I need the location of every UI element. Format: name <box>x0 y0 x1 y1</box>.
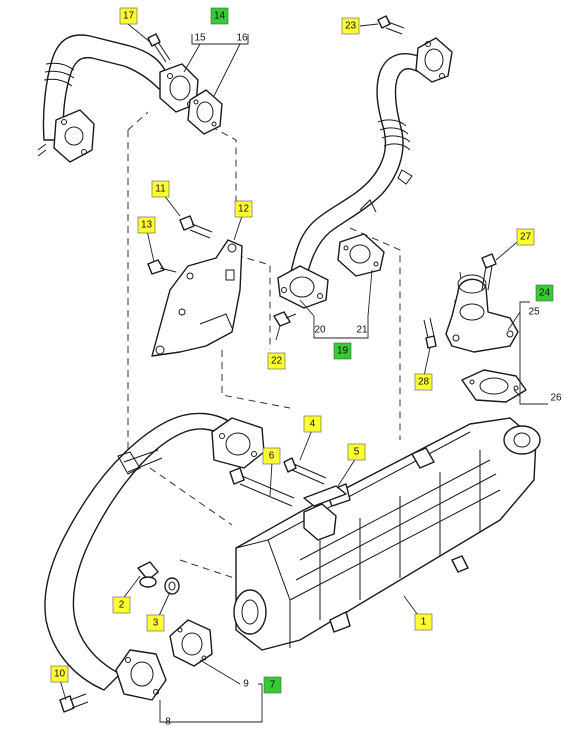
callout-24: 24 <box>535 284 554 302</box>
bolt-13 <box>147 259 177 275</box>
svg-text:25: 25 <box>528 307 540 318</box>
bolt-10 <box>59 693 89 713</box>
svg-text:6: 6 <box>269 451 275 462</box>
callout-10: 10 <box>50 665 69 683</box>
callout-7: 7 <box>263 676 282 694</box>
pipe-20-lower-flange <box>277 265 329 309</box>
svg-text:5: 5 <box>354 447 360 458</box>
callout-1: 1 <box>414 613 433 631</box>
svg-text:20: 20 <box>314 325 326 336</box>
bolt-27 <box>481 253 497 291</box>
svg-text:22: 22 <box>271 356 283 367</box>
label-8: 8 <box>165 717 171 728</box>
lower-pipe-bottom-flange <box>115 649 167 701</box>
bolt-22 <box>273 311 297 327</box>
svg-text:11: 11 <box>155 184 166 195</box>
top-left-egr-pipe <box>37 34 177 163</box>
svg-text:4: 4 <box>310 419 316 430</box>
label-15: 15 <box>194 33 206 44</box>
clip-5 <box>303 485 347 507</box>
label-26: 26 <box>550 393 562 404</box>
label-20: 20 <box>314 325 326 336</box>
callout-4: 4 <box>303 415 322 433</box>
plug-2 <box>137 561 159 588</box>
label-25: 25 <box>528 307 540 318</box>
egr-cooler-body <box>233 417 541 651</box>
svg-text:24: 24 <box>539 288 551 299</box>
svg-text:3: 3 <box>153 618 159 629</box>
gasket-16 <box>187 89 223 135</box>
bolt-28 <box>423 317 437 349</box>
svg-text:16: 16 <box>236 33 248 44</box>
svg-text:13: 13 <box>141 220 153 231</box>
svg-text:9: 9 <box>243 679 249 690</box>
svg-text:1: 1 <box>421 617 427 628</box>
svg-text:15: 15 <box>194 33 206 44</box>
callout-19: 19 <box>333 342 352 360</box>
svg-text:7: 7 <box>270 680 276 691</box>
callout-23: 23 <box>341 17 360 35</box>
gasket-9 <box>169 619 213 667</box>
svg-text:28: 28 <box>418 377 430 388</box>
gasket-26 <box>461 369 527 403</box>
callout-2: 2 <box>112 596 131 614</box>
bolt-23 <box>377 15 405 35</box>
callout-5: 5 <box>347 443 366 461</box>
svg-text:23: 23 <box>345 21 357 32</box>
callout-27: 27 <box>516 228 535 246</box>
callout-17: 17 <box>119 7 138 25</box>
callout-28: 28 <box>414 373 433 391</box>
bolt-6 <box>229 467 295 507</box>
callout-14: 14 <box>210 7 229 25</box>
svg-text:12: 12 <box>238 204 250 215</box>
bracket-12 <box>151 239 243 357</box>
bolt-17 <box>147 33 171 63</box>
bolt-4 <box>283 457 327 485</box>
svg-text:21: 21 <box>356 325 368 336</box>
top-right-pipe-flange <box>415 37 453 83</box>
label-16: 16 <box>236 33 248 44</box>
svg-text:17: 17 <box>123 11 135 22</box>
callout-3: 3 <box>146 614 165 632</box>
label-9: 9 <box>243 679 249 690</box>
callout-6: 6 <box>262 447 281 465</box>
svg-text:2: 2 <box>119 600 125 611</box>
svg-text:14: 14 <box>214 11 226 22</box>
callout-11: 11 <box>151 180 170 198</box>
svg-text:19: 19 <box>337 346 349 357</box>
svg-text:10: 10 <box>54 669 66 680</box>
callout-13: 13 <box>137 216 156 234</box>
egr-valve-adapter-25 <box>445 274 519 353</box>
bolt-11 <box>179 215 213 239</box>
label-21: 21 <box>356 325 368 336</box>
callout-12: 12 <box>234 200 253 218</box>
washer-3 <box>164 577 180 595</box>
gasket-21 <box>337 233 385 277</box>
svg-text:27: 27 <box>520 232 532 243</box>
svg-text:26: 26 <box>550 393 562 404</box>
svg-text:8: 8 <box>165 717 171 728</box>
callout-22: 22 <box>267 352 286 370</box>
